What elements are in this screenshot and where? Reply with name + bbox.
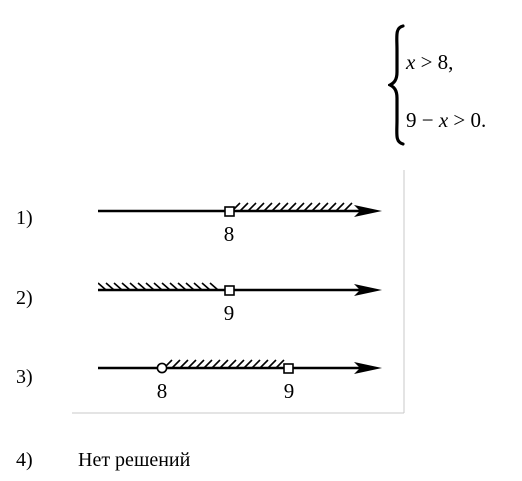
inequality-system: x > 8, 9 − x > 0. xyxy=(388,24,518,146)
open-point-9 xyxy=(283,363,294,374)
tick-label-9: 9 xyxy=(283,379,295,403)
hatching-between xyxy=(165,359,285,369)
number-line-2[interactable] xyxy=(98,282,382,296)
curly-brace-icon xyxy=(388,24,405,146)
tick-label-8: 8 xyxy=(156,379,168,403)
option-3-number[interactable]: 3) xyxy=(16,366,33,388)
open-point-8 xyxy=(156,362,168,374)
tick-label-8: 8 xyxy=(223,222,235,246)
number-line-1[interactable] xyxy=(98,202,382,217)
arrow-head-icon xyxy=(354,362,382,374)
inequality-2: 9 − x > 0. xyxy=(406,108,487,132)
hatching-right xyxy=(231,202,353,212)
option-4-text[interactable]: Нет решений xyxy=(78,449,191,471)
arrow-head-icon xyxy=(354,284,382,296)
option-1-number[interactable]: 1) xyxy=(16,207,33,229)
tick-label-9: 9 xyxy=(223,301,235,325)
hatching-left xyxy=(98,282,219,291)
option-4-number[interactable]: 4) xyxy=(16,449,33,471)
option-2-number[interactable]: 2) xyxy=(16,287,33,309)
number-line-3[interactable] xyxy=(98,359,382,374)
arrow-head-icon xyxy=(354,205,382,217)
open-point-8 xyxy=(224,206,235,217)
number-lines-figure: 8 9 8 9 xyxy=(70,168,410,416)
inequality-1: x > 8, xyxy=(406,50,454,74)
open-point-9 xyxy=(224,285,235,296)
